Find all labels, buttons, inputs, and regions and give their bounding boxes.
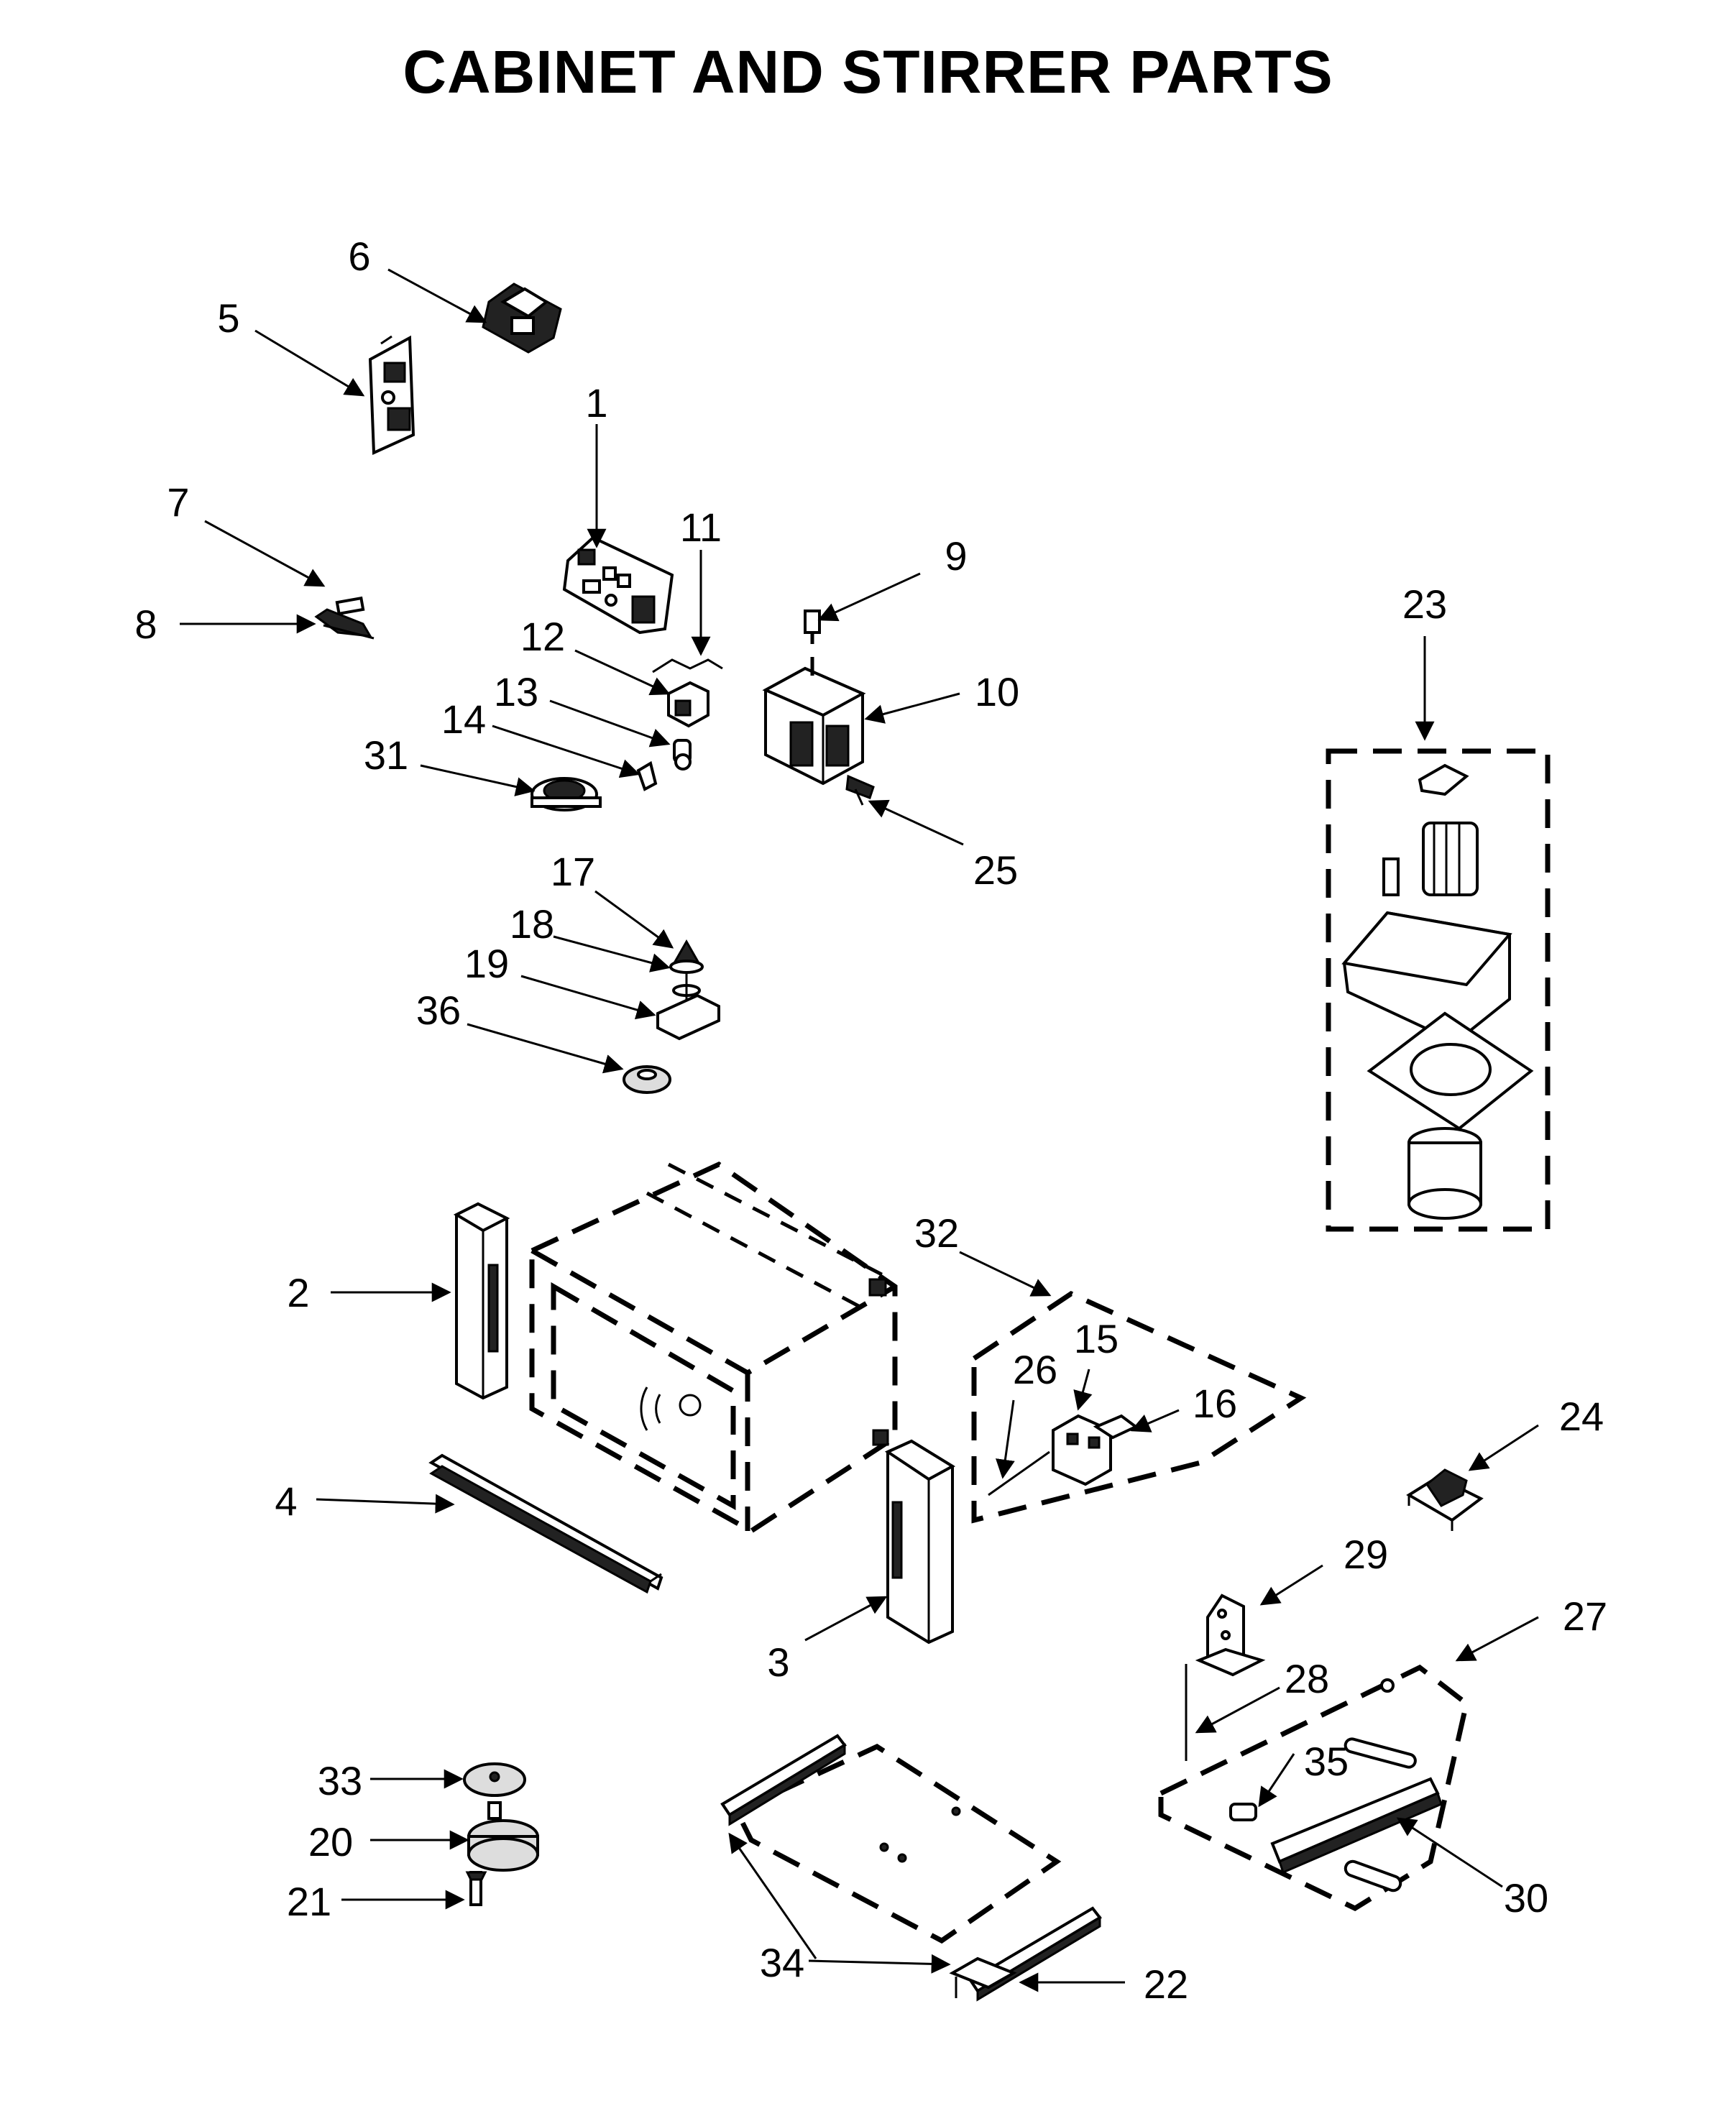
callout-29: 29 xyxy=(1344,1532,1388,1577)
callout-18: 18 xyxy=(510,901,554,947)
callout-25: 25 xyxy=(973,847,1018,893)
callout-21: 21 xyxy=(287,1879,331,1924)
part-32-15-16-26-drawing xyxy=(971,1291,1307,1524)
callout-30: 30 xyxy=(1504,1875,1548,1921)
callout-28: 28 xyxy=(1285,1656,1329,1701)
part-23-drawing xyxy=(1326,748,1551,1232)
callout-27: 27 xyxy=(1563,1593,1607,1639)
part-24-drawing xyxy=(1406,1468,1484,1531)
callout-12: 12 xyxy=(520,614,565,659)
part-7-8-drawing xyxy=(314,596,375,640)
part-2-drawing xyxy=(453,1202,510,1400)
part-6-drawing xyxy=(482,282,562,354)
part-31-drawing xyxy=(531,777,602,811)
callout-23: 23 xyxy=(1402,581,1447,627)
callout-13: 13 xyxy=(494,669,538,714)
callout-17: 17 xyxy=(551,849,595,894)
callout-3: 3 xyxy=(767,1639,789,1685)
part-29-drawing xyxy=(1195,1593,1266,1677)
callout-35: 35 xyxy=(1304,1739,1349,1784)
leader-lines xyxy=(180,268,1539,1992)
callout-11: 11 xyxy=(680,505,722,550)
callout-6: 6 xyxy=(348,234,370,279)
callout-1: 1 xyxy=(585,380,607,426)
part-34-22-drawing xyxy=(720,1734,1102,2002)
callout-19: 19 xyxy=(464,941,509,986)
part-11-drawing xyxy=(652,658,723,673)
callout-2: 2 xyxy=(287,1270,309,1315)
cabinet-drawing xyxy=(529,1161,898,1535)
callout-8: 8 xyxy=(134,602,157,647)
callout-14: 14 xyxy=(441,696,486,742)
callout-16: 16 xyxy=(1193,1381,1237,1426)
part-9-10-25-drawing xyxy=(762,610,875,806)
callout-33: 33 xyxy=(318,1758,362,1803)
callout-34: 34 xyxy=(760,1940,804,1985)
callout-4: 4 xyxy=(275,1478,297,1524)
callout-31: 31 xyxy=(364,732,408,778)
part-5-drawing xyxy=(368,335,415,456)
page-title: CABINET AND STIRRER PARTS xyxy=(403,38,1333,106)
callout-10: 10 xyxy=(975,669,1019,714)
callout-15: 15 xyxy=(1074,1316,1119,1361)
callout-7: 7 xyxy=(167,479,189,525)
callout-5: 5 xyxy=(217,295,239,341)
part-4-drawing xyxy=(428,1453,663,1594)
callout-9: 9 xyxy=(945,533,967,579)
part-3-drawing xyxy=(884,1439,955,1645)
part-12-13-14-drawing xyxy=(636,681,709,791)
callout-36: 36 xyxy=(416,988,461,1033)
callout-26: 26 xyxy=(1013,1347,1057,1392)
callout-32: 32 xyxy=(914,1210,959,1256)
part-1-drawing xyxy=(562,535,674,635)
callout-24: 24 xyxy=(1559,1394,1604,1439)
part-27-28-30-35-drawing xyxy=(1158,1664,1469,1911)
callout-numbers: 6 5 1 7 8 11 12 13 14 31 9 10 25 23 17 1… xyxy=(134,234,1607,2007)
part-33-20-21-drawing xyxy=(463,1762,539,1906)
part-17-18-19-36-drawing xyxy=(623,939,720,1094)
callout-22: 22 xyxy=(1144,1961,1188,2007)
callout-20: 20 xyxy=(308,1819,353,1864)
